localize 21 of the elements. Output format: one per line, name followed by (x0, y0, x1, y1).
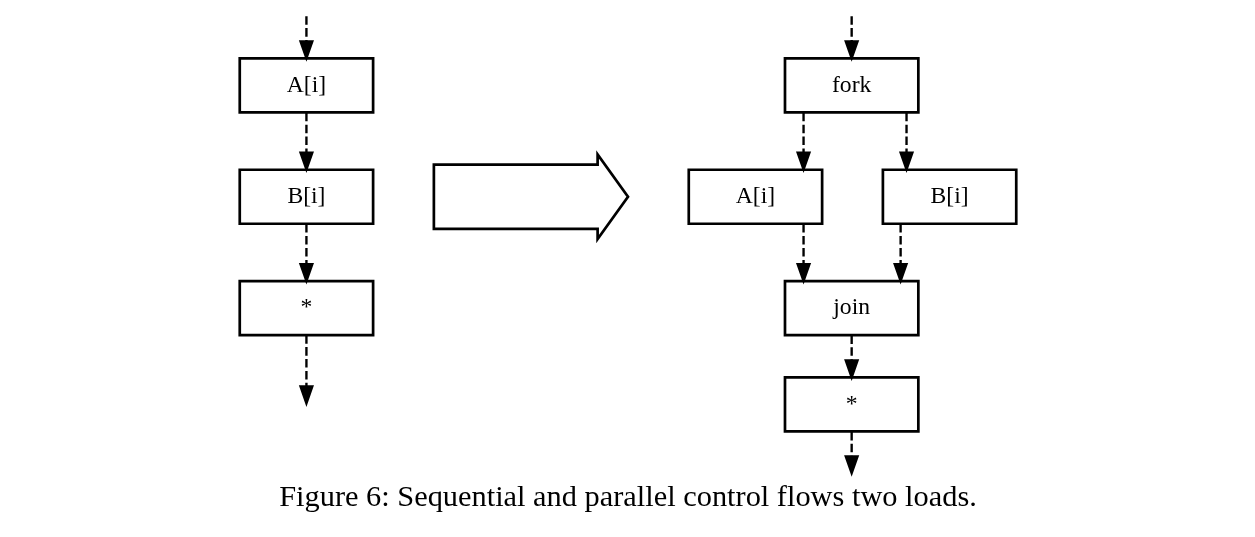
node-box: A[i] (686, 168, 823, 226)
node-box: fork (783, 57, 920, 114)
arrow (298, 16, 314, 62)
arrow (843, 16, 859, 62)
caption: Figure 6: Sequential and parallel control flows two loads. (278, 478, 977, 513)
arrow (898, 112, 914, 174)
node-box: join (783, 279, 920, 337)
node-box: A[i] (237, 57, 374, 114)
arrow (892, 224, 908, 285)
arrow (795, 112, 811, 174)
node-arrow (432, 150, 630, 244)
arrow (843, 335, 859, 381)
node-box: B[i] (881, 168, 1018, 226)
node-box: B[i] (237, 168, 374, 226)
arrow (298, 335, 314, 407)
node-box: * (237, 279, 374, 337)
arrow (843, 432, 859, 477)
node-box: * (783, 376, 920, 433)
arrow (298, 224, 314, 285)
arrow (298, 112, 314, 174)
arrow (795, 224, 811, 285)
